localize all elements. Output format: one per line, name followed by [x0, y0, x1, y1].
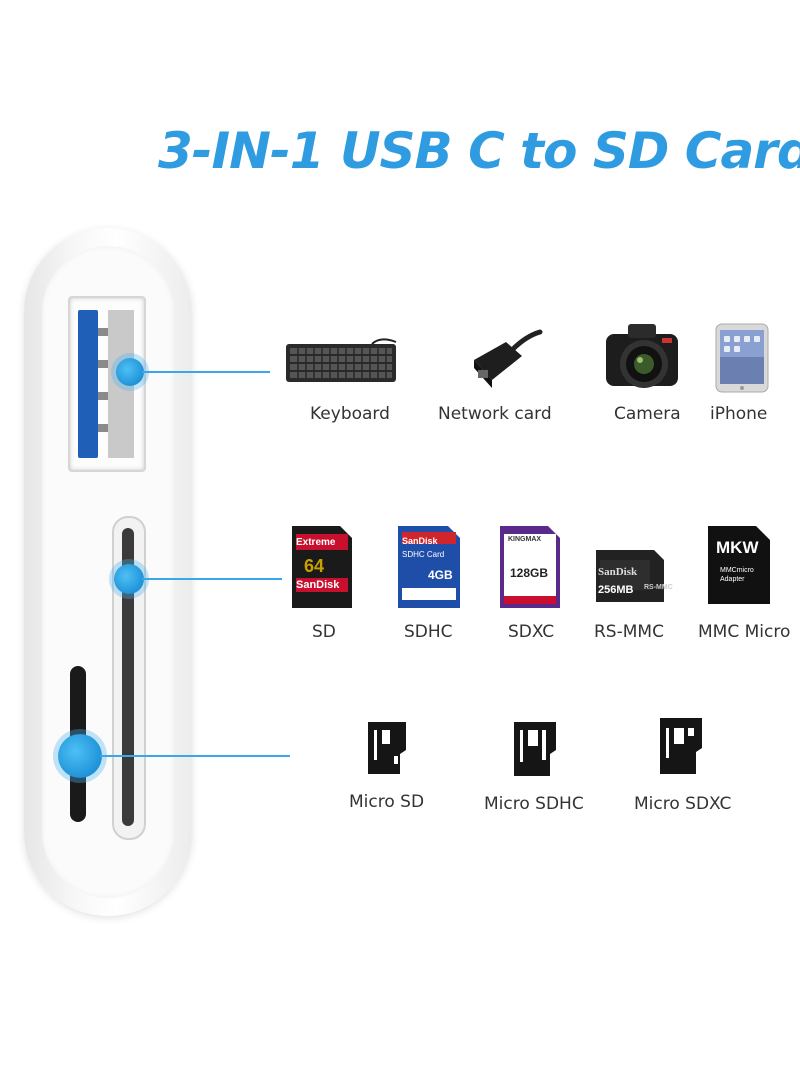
- camera-label: Camera: [614, 404, 681, 424]
- sdxc-card-capacity: 128GB: [510, 566, 549, 580]
- iphone-icon: [715, 323, 769, 393]
- micro-sd-connector-line: [100, 755, 290, 757]
- sd-card-icon: [292, 526, 352, 608]
- usb-pin: [98, 328, 108, 336]
- micro-sdxc-label: Micro SDXC: [634, 794, 732, 814]
- usb-connector-line: [142, 371, 270, 373]
- sd-slot-marker: [114, 564, 144, 594]
- iphone-label: iPhone: [710, 404, 768, 424]
- sd-slot-opening: [122, 528, 134, 826]
- micro-sdhc-card-icon: [514, 722, 556, 776]
- sdhc-label: SDHC: [404, 622, 453, 642]
- rs-mmc-card-icon: [596, 550, 664, 602]
- sdhc-card-capacity: 4GB: [428, 568, 453, 582]
- rs-mmc-card-brand: SanDisk: [598, 566, 638, 578]
- rs-mmc-card-capacity: 256MB: [598, 584, 634, 596]
- network-card-icon: [474, 329, 543, 388]
- mmc-micro-card-brand: MKW: [716, 538, 759, 557]
- micro-sdhc-label: Micro SDHC: [484, 794, 584, 814]
- mmc-micro-label: MMC Micro: [698, 622, 791, 642]
- sdhc-card-brand: SanDisk: [402, 536, 438, 546]
- sdhc-card-icon: [398, 526, 460, 608]
- usb-port-marker: [116, 358, 144, 386]
- camera-icon: [606, 324, 678, 388]
- micro-sdxc-card-icon: [660, 718, 702, 774]
- usb-pin: [98, 424, 108, 432]
- sd-card-tag: Extreme: [296, 537, 336, 548]
- sdxc-card-icon: [500, 526, 560, 608]
- sd-connector-line: [142, 578, 282, 580]
- micro-sd-card-icon: [368, 722, 406, 774]
- keyboard-icon: [286, 338, 397, 382]
- sd-card-brand: SanDisk: [296, 579, 340, 591]
- usb-port-tongue: [78, 310, 98, 458]
- sdhc-card-tag: SDHC Card: [402, 550, 445, 559]
- rs-mmc-label: RS-MMC: [594, 622, 664, 642]
- micro-sd-slot-marker: [58, 734, 102, 778]
- network-card-label: Network card: [438, 404, 552, 424]
- sdxc-label: SDXC: [508, 622, 555, 642]
- usb-pin: [98, 360, 108, 368]
- keyboard-label: Keyboard: [310, 404, 390, 424]
- sd-card-capacity: 64: [304, 556, 325, 576]
- micro-sd-label: Micro SD: [349, 792, 425, 812]
- page-title: 3-IN-1 USB C to SD Card: [158, 122, 800, 180]
- sd-label: SD: [312, 622, 336, 642]
- sdxc-card-brand: KINGMAX: [508, 536, 542, 543]
- usb-pin: [98, 392, 108, 400]
- rs-mmc-card-tag: RS-MMC: [644, 584, 673, 591]
- mmc-micro-card-tag: MMCmicro Adapter: [720, 567, 754, 583]
- mmc-micro-card-icon: [708, 526, 770, 604]
